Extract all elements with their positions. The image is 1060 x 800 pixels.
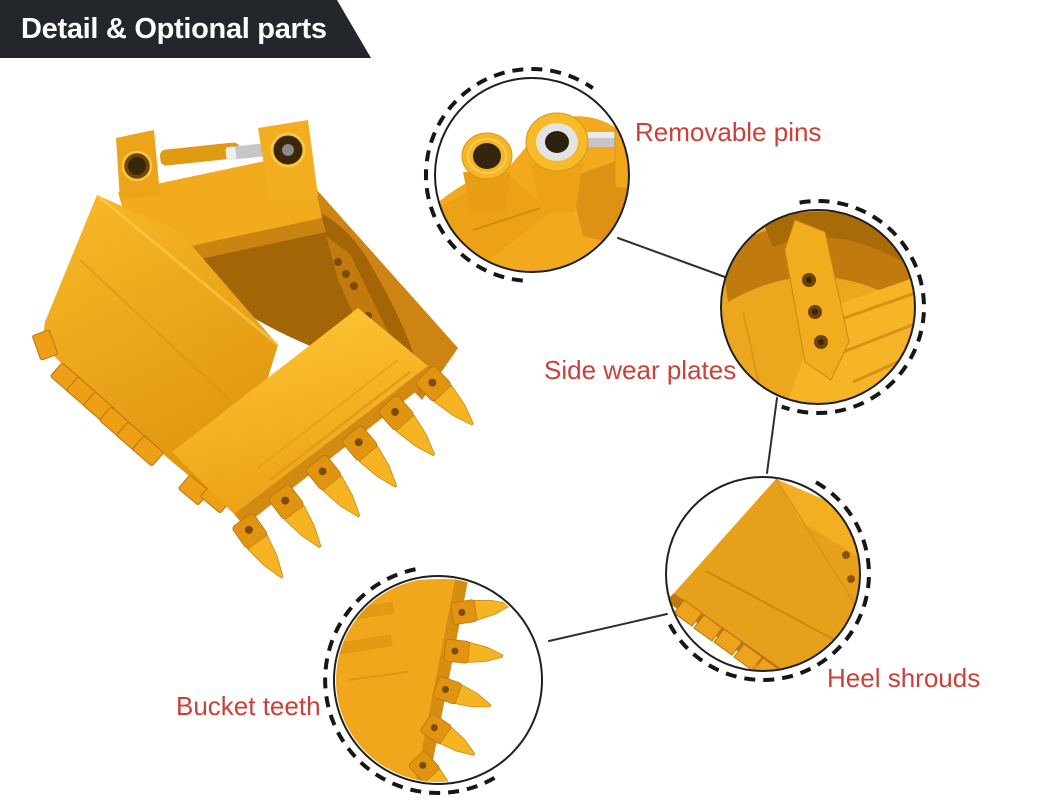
floor-ridge-2	[257, 359, 399, 469]
label-bucket-teeth: Bucket teeth	[176, 691, 321, 721]
connector-line-pins-to-sidewear	[617, 237, 726, 278]
bucket-illustration	[32, 120, 474, 579]
floor-ridge-1	[269, 371, 411, 481]
bucket-floor	[172, 308, 428, 514]
label-heel-shrouds: Heel shrouds	[827, 663, 981, 693]
callout-photo-removable-pins	[436, 79, 628, 271]
teeth-row	[408, 599, 510, 782]
callout-ring	[333, 575, 543, 785]
side-plate-highlight	[96, 193, 279, 347]
bucket-cross-tube	[159, 142, 241, 166]
label-side-wear-plates: Side wear plates	[544, 355, 737, 385]
callout-photo-bucket-teeth	[336, 578, 540, 782]
bucket-teeth-on-bucket	[232, 366, 474, 579]
connector-line-heel-to-teeth	[548, 613, 668, 642]
heel-shrouds-on-bucket	[32, 329, 232, 513]
callout-ring	[665, 476, 861, 672]
callout-photo-heel-shrouds	[667, 478, 859, 670]
callout-circle-side-wear-plates	[720, 199, 926, 415]
callout-circle-removable-pins	[424, 67, 630, 283]
side-plate-crease	[79, 259, 231, 401]
callout-circle-heel-shrouds	[665, 476, 871, 682]
page-title: Detail & Optional parts	[21, 12, 327, 45]
label-removable-pins: Removable pins	[635, 117, 822, 147]
bucket-left-lug	[116, 130, 160, 200]
callout-dashed-arc	[323, 566, 496, 795]
callout-dashed-arc	[424, 67, 594, 283]
callout-circle-bucket-teeth	[323, 566, 543, 795]
callout-ring	[720, 209, 916, 405]
callout-photo-side-wear-plates	[722, 211, 914, 403]
callout-dashed-arc	[781, 199, 926, 415]
callout-dashed-arc	[665, 480, 871, 682]
callout-ring	[434, 77, 630, 273]
header-banner: Detail & Optional parts	[0, 0, 371, 58]
connector-line-sidewear-to-heel	[766, 397, 778, 474]
bucket-right-lug	[258, 120, 318, 202]
